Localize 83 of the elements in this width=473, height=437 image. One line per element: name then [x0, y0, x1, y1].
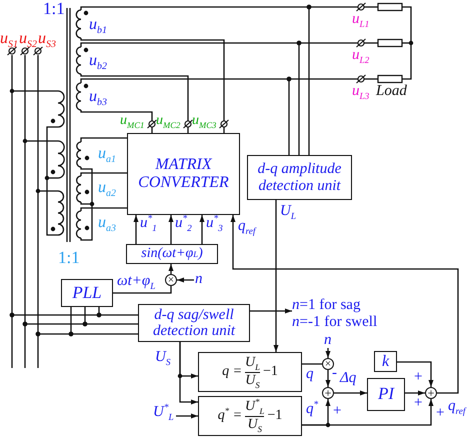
wire	[80, 207, 127, 211]
arrow	[200, 215, 204, 244]
summing-circle: +	[322, 387, 334, 399]
arrow	[250, 308, 292, 314]
arrow	[168, 264, 174, 274]
voltage-label: u$_{MC3}$	[192, 114, 216, 128]
numerator: U$_{L}$	[245, 355, 260, 372]
signal-line	[302, 363, 322, 365]
formula-block	[198, 396, 302, 436]
ratio-label: 1:1	[43, 0, 65, 17]
voltage-label: u$_{S2}$	[19, 31, 37, 47]
arrow	[230, 215, 459, 394]
wire	[10, 312, 138, 318]
arrow	[177, 278, 194, 282]
voltage-label: u$_{L2}$	[352, 48, 370, 63]
formula-text: −1	[267, 408, 282, 424]
sign-label: +	[414, 396, 422, 411]
edge-label: U$_{S}$	[155, 350, 170, 365]
arrow	[334, 390, 367, 396]
arrow	[176, 414, 198, 418]
formula-block	[198, 352, 302, 392]
voltage-label: u$_{a2}$	[98, 180, 116, 196]
wire	[286, 76, 292, 155]
wire	[80, 38, 225, 133]
wire	[80, 110, 153, 133]
edge-label: Δq	[340, 371, 356, 386]
ratio-label: 1:1	[58, 249, 80, 266]
summing-circle: +	[425, 387, 437, 399]
signal-label: q$_{ref}$	[448, 399, 466, 414]
voltage-label: u$_{b3}$	[89, 89, 107, 105]
arrow	[326, 370, 330, 387]
voltage-label: u$_{a3}$	[98, 215, 116, 231]
sign-label: -	[332, 366, 337, 381]
wire	[296, 40, 302, 155]
sign-label: +	[414, 370, 422, 385]
arrow	[168, 215, 174, 244]
wire	[22, 322, 138, 326]
load-label: Load	[376, 84, 407, 99]
multiplier-circle: ×	[322, 358, 334, 370]
voltage-label: u$_{b2}$	[89, 53, 107, 69]
wire	[82, 307, 88, 326]
denominator: U$_{S}$	[247, 416, 262, 433]
voltage-label: u$_{MC2}$	[156, 114, 180, 128]
arrow	[179, 342, 198, 404]
pll-block: PLL	[61, 279, 113, 307]
wire	[80, 172, 127, 176]
formula-text: q$^{*}$ =	[218, 408, 242, 424]
input-label: n	[195, 272, 202, 287]
edge-label: ωt+φ$_{L}$	[117, 274, 156, 289]
arrow	[274, 200, 278, 352]
sign-label: +	[333, 404, 342, 419]
formula-text: q =	[222, 364, 242, 380]
arrow	[302, 399, 434, 426]
gain-block: k	[374, 351, 397, 372]
voltage-label: u$_{S3}$	[38, 31, 56, 47]
detector-block: d-q amplitude detection unit	[247, 155, 352, 200]
wire	[36, 332, 138, 336]
edge-label: U$_{L}$	[280, 204, 296, 219]
controller-block: PI	[367, 378, 405, 411]
wire	[306, 4, 312, 155]
voltage-label: u$_{L1}$	[352, 12, 370, 27]
formula-text: −1	[263, 364, 278, 380]
input-label: n	[324, 333, 332, 348]
voltage-label: u$_{S1}$	[0, 31, 18, 47]
wire	[96, 307, 102, 318]
voltage-label: u$_{L3}$	[352, 84, 370, 99]
signal-line	[113, 286, 172, 294]
wire	[80, 74, 189, 133]
multiplier-circle: ×	[165, 274, 177, 286]
sign-label: +	[436, 406, 444, 421]
wire	[80, 137, 127, 142]
edge-label: q$^{*}$	[306, 402, 318, 417]
converter-block: MATRIX CONVERTER	[127, 133, 240, 215]
denominator: U$_{S}$	[245, 372, 260, 389]
arrow	[405, 390, 425, 396]
arrow	[326, 348, 330, 358]
arrow	[134, 215, 138, 244]
voltage-label: u$_{MC1}$	[120, 114, 144, 128]
arrow	[397, 361, 434, 387]
voltage-label: u$_{b1}$	[89, 17, 107, 33]
voltage-label: u$_{a1}$	[98, 146, 116, 162]
detector-block: d-q sag/swell detection unit	[138, 304, 250, 342]
wire	[68, 307, 74, 336]
